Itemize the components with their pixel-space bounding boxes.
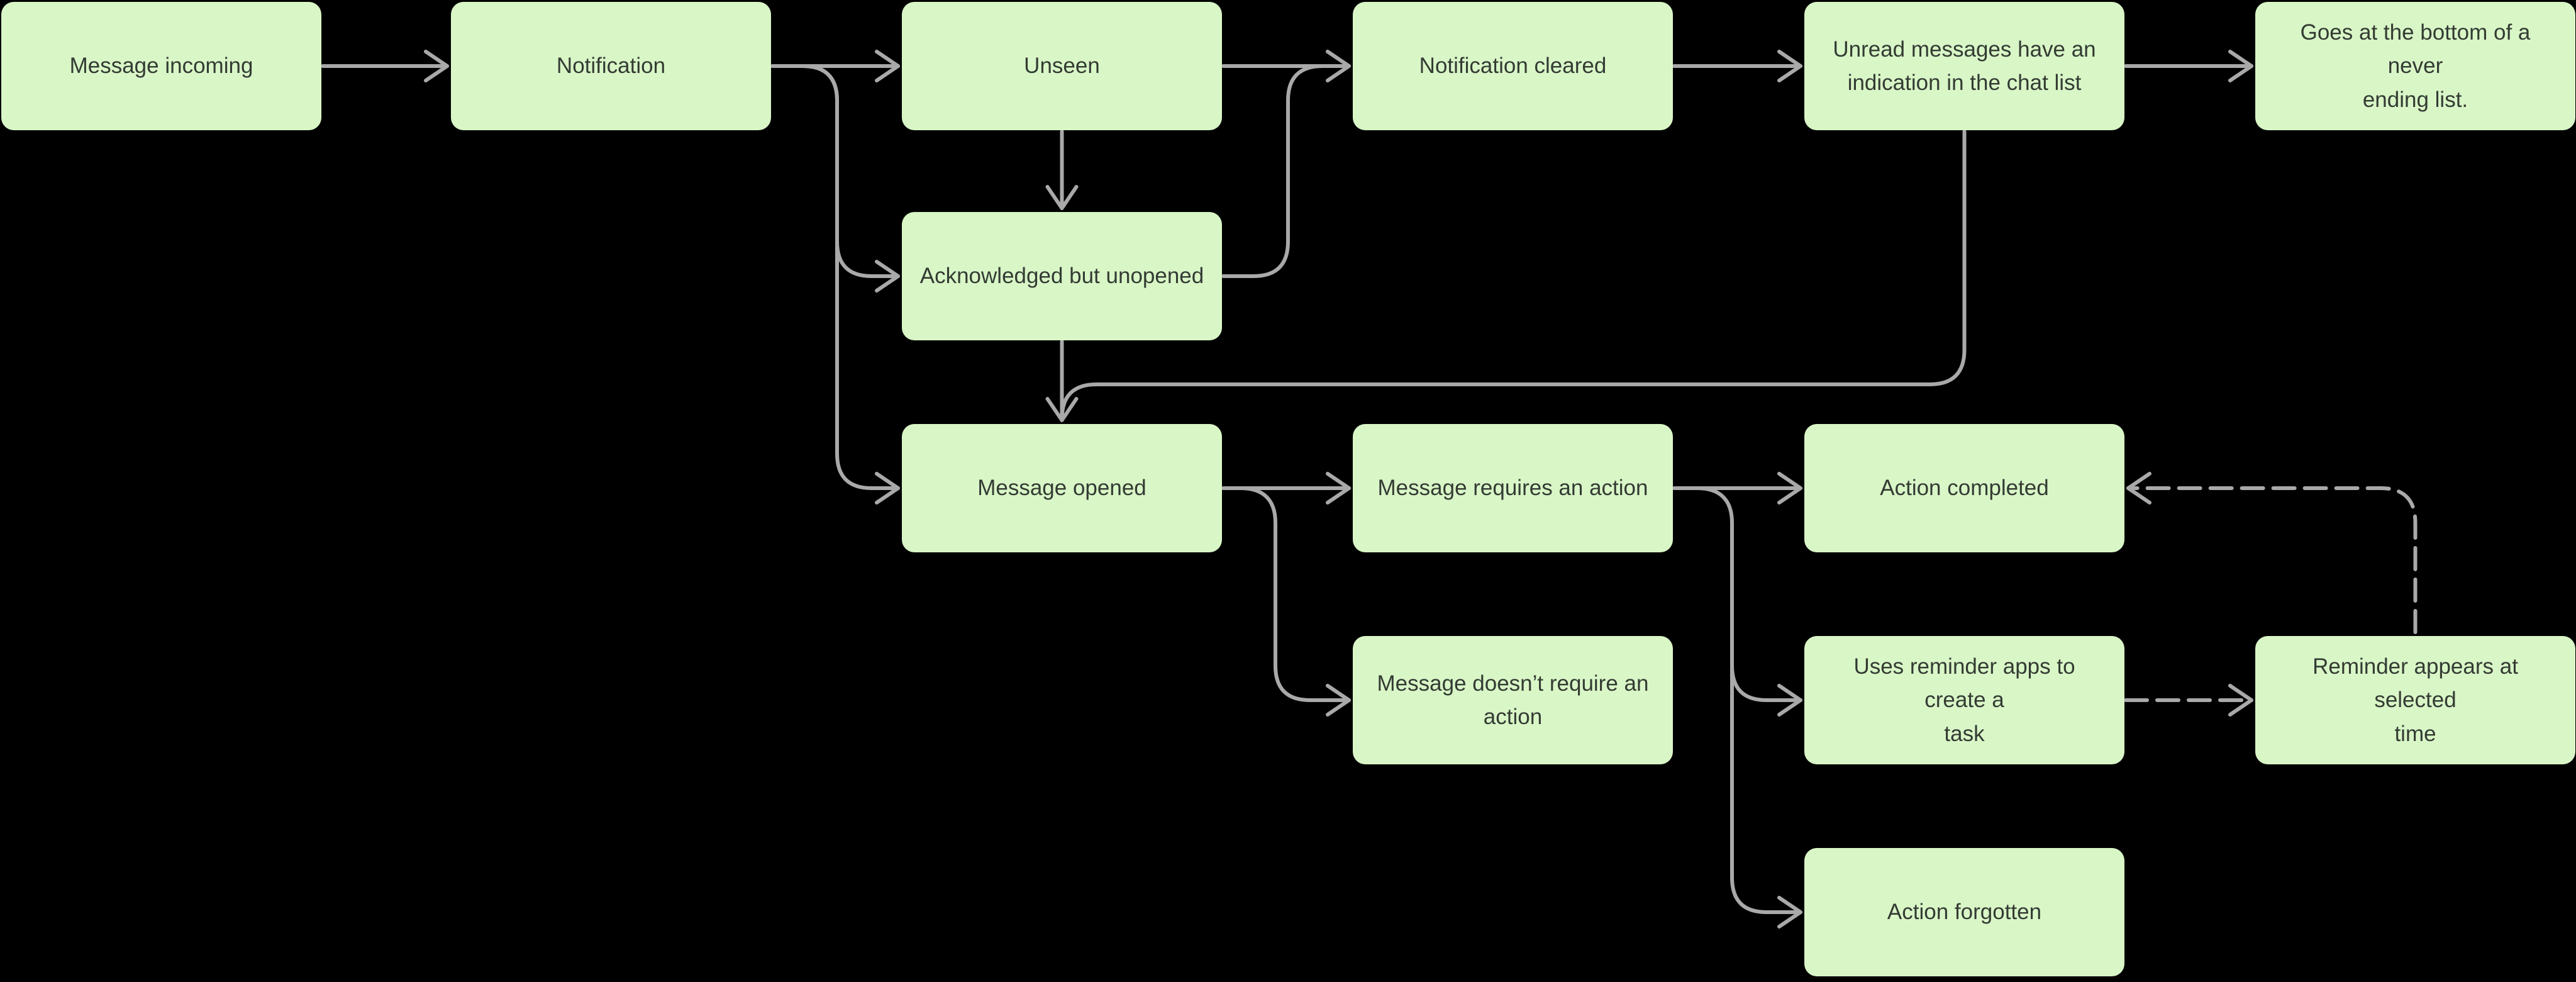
connector-notification--acknowledged-but-unopened[interactable] [801,64,900,293]
node-label: Message incoming [69,53,253,79]
node-label: Notification [556,53,666,79]
arrowhead-icon [2126,472,2151,505]
node-uses-reminder-apps[interactable]: Uses reminder apps to create a task [1804,636,2124,764]
arrowhead-icon [875,260,900,293]
connector-unread-messages-indication--goes-bottom-list[interactable] [2124,50,2253,82]
arrowhead-icon [1777,472,1802,505]
connector-message-opened--message-doesnt-require-action[interactable] [1239,486,1351,717]
node-acknowledged-but-unopened[interactable]: Acknowledged but unopened [902,212,1222,340]
arrowhead-icon [424,50,449,82]
connector-line [801,64,900,490]
node-label: Unseen [1024,53,1100,79]
node-unseen[interactable]: Unseen [902,2,1222,130]
node-notification[interactable]: Notification [451,2,771,130]
node-label: Action completed [1880,476,2049,501]
node-notification-cleared[interactable]: Notification cleared [1353,2,1673,130]
connector-line [1221,64,1336,278]
arrowhead-icon [1777,684,1802,717]
node-goes-bottom-list[interactable]: Goes at the bottom of a never ending lis… [2255,2,2575,130]
connector-line [2126,486,2418,634]
connector-unseen--acknowledged-but-unopened[interactable] [1045,130,1079,210]
connector-unread-messages-indication--message-opened[interactable] [1060,130,1967,421]
node-message-opened[interactable]: Message opened [902,424,1222,552]
connector-message-incoming--notification[interactable] [321,50,449,82]
node-label: Notification cleared [1419,53,1607,79]
node-label: Action forgotten [1887,900,2042,925]
connector-notification--unseen[interactable] [770,50,900,82]
node-action-completed[interactable]: Action completed [1804,424,2124,552]
connector-notification--message-opened[interactable] [801,64,900,505]
arrowhead-icon [1777,896,1802,929]
node-label: Unread messages have an indication in th… [1833,36,2096,95]
node-label: Goes at the bottom of a never ending lis… [2300,20,2531,112]
node-message-requires-action[interactable]: Message requires an action [1353,424,1673,552]
node-label: Uses reminder apps to create a task [1853,654,2075,746]
arrowhead-icon [2228,684,2253,717]
node-label: Message requires an action [1377,476,1648,501]
arrowhead-icon [875,472,900,505]
connector-line [801,64,900,278]
connector-acknowledged-but-unopened--notification-cleared[interactable] [1221,64,1336,278]
arrowhead-icon [1326,50,1351,82]
node-label: Acknowledged but unopened [919,264,1204,289]
node-label: Reminder appears at selected time [2312,654,2518,746]
connector-line [1730,564,1802,914]
connector-message-requires-action--action-completed[interactable] [1672,472,1802,505]
connector-uses-reminder-apps--reminder-appears[interactable] [2124,684,2253,717]
node-unread-messages-indication[interactable]: Unread messages have an indication in th… [1804,2,2124,130]
arrowhead-icon [1326,472,1351,505]
node-message-doesnt-require-action[interactable]: Message doesn’t require an action [1353,636,1673,764]
arrowhead-icon [875,50,900,82]
connector-notification-cleared--unread-messages-indication[interactable] [1672,50,1802,82]
connector-message-requires-action--uses-reminder-apps[interactable] [1696,486,1802,717]
node-reminder-appears[interactable]: Reminder appears at selected time [2255,636,2575,764]
arrowhead-icon [1045,185,1079,210]
connector-reminder-appears--action-completed[interactable] [2126,472,2418,634]
arrowhead-icon [1777,50,1802,82]
connector-line [1060,130,1967,421]
arrowhead-icon [1326,684,1351,717]
connector-message-requires-action--action-forgotten[interactable] [1730,564,1802,929]
node-label: Message doesn’t require an action [1377,671,1649,729]
node-message-incoming[interactable]: Message incoming [1,2,321,130]
arrowhead-icon [2228,50,2253,82]
node-action-forgotten[interactable]: Action forgotten [1804,848,2124,976]
node-label: Message opened [977,476,1146,501]
connector-line [1239,486,1351,702]
connector-line [1696,486,1802,702]
